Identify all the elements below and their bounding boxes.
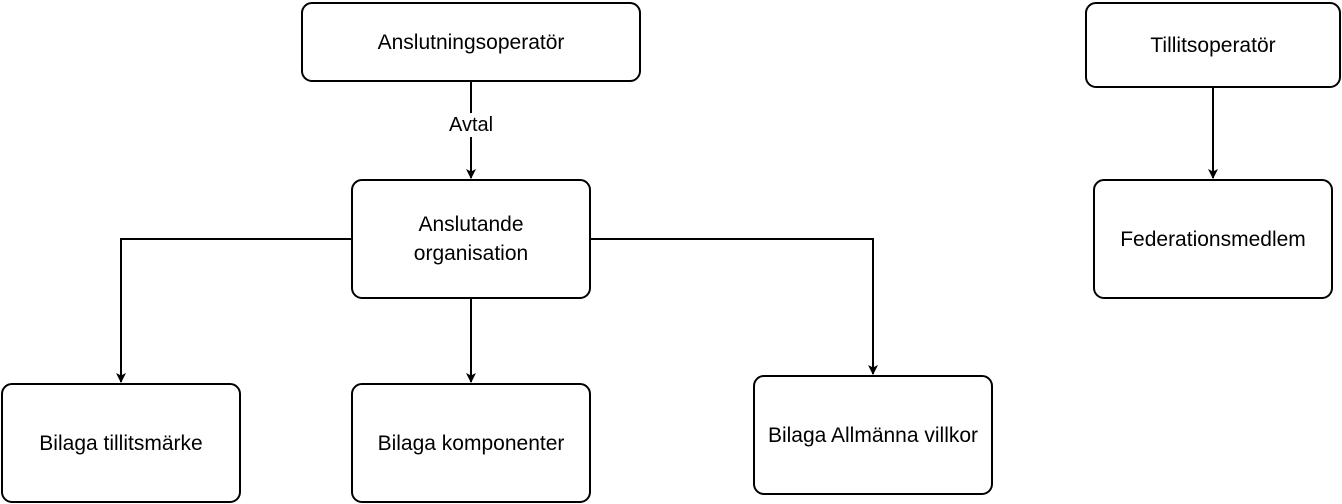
node-tillitsoperator: Tillitsoperatör xyxy=(1085,2,1341,88)
edge-organisation-to-tillitsmarke xyxy=(116,238,351,383)
node-bilaga-komponenter: Bilaga komponenter xyxy=(351,383,591,503)
edge-organisation-to-allmanna-villkor xyxy=(591,238,878,375)
node-anslutningsoperator: Anslutningsoperatör xyxy=(301,2,641,82)
node-bilaga-allmanna-villkor: Bilaga Allmänna villkor xyxy=(753,375,993,495)
node-anslutande-organisation: Anslutande organisation xyxy=(351,179,591,299)
node-bilaga-tillitsmarke: Bilaga tillitsmärke xyxy=(1,383,241,503)
edge-label-avtal: Avtal xyxy=(447,113,496,137)
node-federationsmedlem: Federationsmedlem xyxy=(1093,179,1333,299)
